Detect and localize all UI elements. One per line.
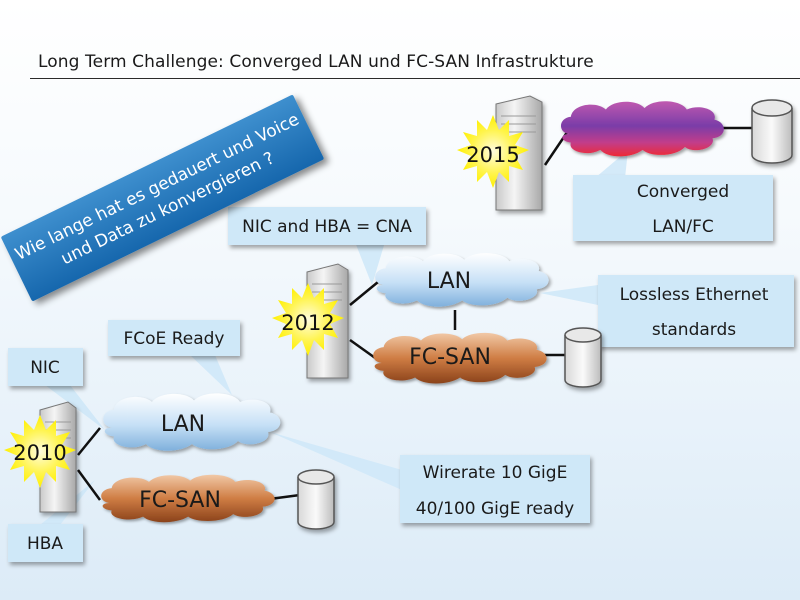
callout-hba-text: HBA	[27, 534, 63, 554]
pointer-cna	[355, 242, 385, 285]
callout-hba-box	[8, 524, 83, 562]
callout-nic-box	[8, 348, 83, 386]
callout-wirerate-line2: 40/100 GigE ready	[416, 499, 574, 519]
san-label-2010: FC-SAN	[139, 488, 221, 513]
callout-nic-text: NIC	[30, 358, 60, 378]
callout-fcoe-text: FCoE Ready	[124, 329, 225, 349]
storage-disk-icon	[564, 327, 602, 388]
starburst-icon	[457, 115, 529, 188]
slide-title: Long Term Challenge: Converged LAN und F…	[38, 52, 594, 72]
pointer-lossless	[540, 285, 598, 305]
callout-lossless-line2: standards	[652, 320, 736, 340]
callout-fcoe-box	[108, 320, 240, 356]
san-label-2012: FC-SAN	[409, 345, 491, 370]
callout-converged-box	[573, 175, 773, 241]
title-divider	[30, 78, 800, 79]
year-label-2010: 2010	[13, 441, 66, 465]
callout-lossless-line1: Lossless Ethernet	[620, 285, 769, 305]
callout-wirerate-box	[400, 455, 590, 523]
storage-disk-icon	[297, 469, 335, 530]
lan-label-2010: LAN	[161, 412, 205, 437]
callout-wirerate-line1: Wirerate 10 GigE	[423, 463, 568, 483]
pointer-converged	[595, 150, 628, 178]
callout-converged-line2: LAN/FC	[652, 217, 714, 237]
starburst-icon	[272, 283, 344, 356]
callout-converged-line1: Converged	[637, 182, 729, 202]
starburst-icon	[4, 415, 76, 488]
callout-boxes	[8, 175, 794, 562]
pointer-fcoe	[190, 355, 232, 395]
year-label-2015: 2015	[466, 143, 519, 167]
year-label-2012: 2012	[281, 311, 334, 335]
lan-label-2012: LAN	[427, 269, 471, 294]
storage-disk-icon	[751, 99, 793, 164]
callout-cna-box	[228, 207, 426, 245]
callout-lossless-box	[598, 275, 794, 347]
converged-cloud-2015	[560, 101, 724, 157]
pointer-wirerate	[270, 432, 402, 490]
callout-cna-text: NIC and HBA = CNA	[242, 217, 412, 237]
